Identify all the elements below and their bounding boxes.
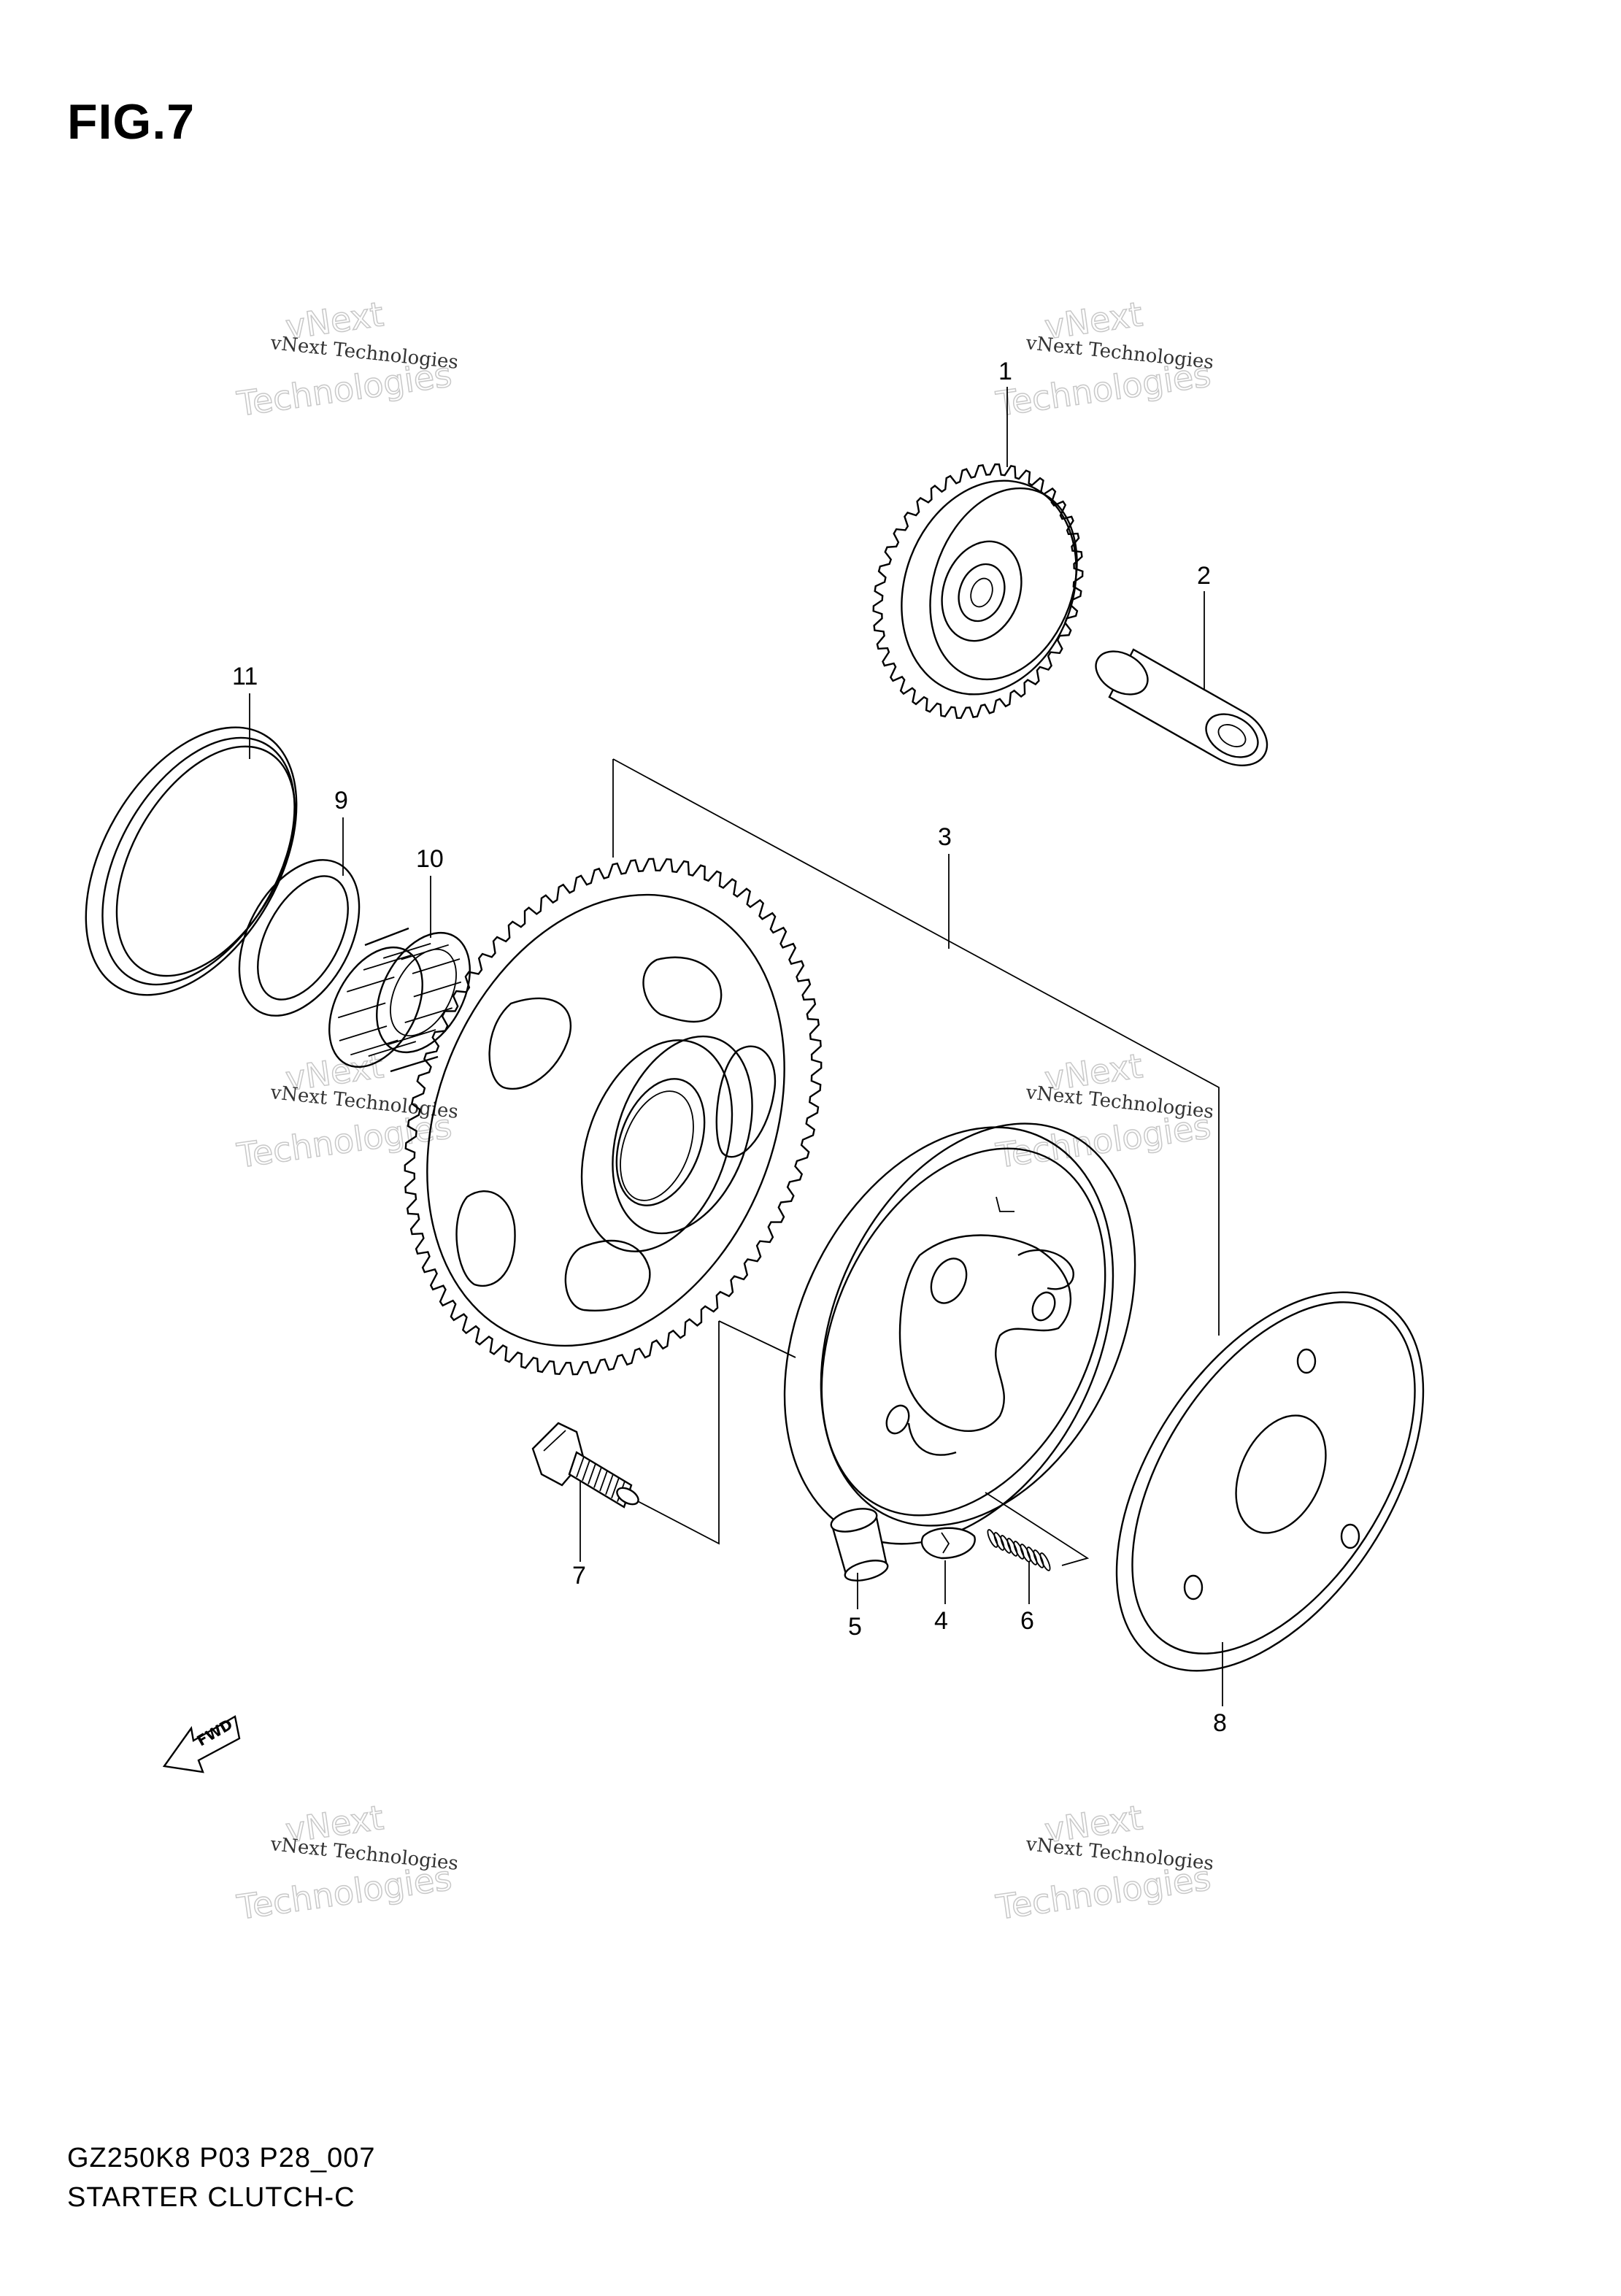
callout-number: 9: [334, 787, 348, 814]
callout-number: 3: [938, 823, 952, 851]
part-7-bolt: [531, 1422, 639, 1509]
spring-coil: [1039, 1552, 1051, 1571]
callout-number: 6: [1020, 1607, 1034, 1635]
bolt-thread: [576, 1456, 585, 1478]
diagram-name: STARTER CLUTCH-C: [67, 2182, 355, 2213]
forward-direction-arrow: FWD: [162, 1715, 241, 1773]
bearing-needle: [412, 958, 461, 974]
bearing-needle: [363, 955, 412, 971]
callout-10: 10: [416, 845, 444, 938]
bearing-needle: [347, 976, 395, 993]
callout-number: 8: [1213, 1709, 1227, 1737]
bolt-thread: [611, 1477, 620, 1499]
bearing-needle: [413, 981, 462, 998]
bearing-needle: [339, 1025, 388, 1041]
part-9-thrust-washer: [238, 859, 361, 1017]
callout-8: 8: [1213, 1642, 1227, 1737]
callout-number: 10: [416, 845, 444, 873]
callout-number: 5: [848, 1613, 862, 1641]
diagram-code: GZ250K8 P03 P28_007: [67, 2143, 376, 2173]
bolt-thread: [605, 1473, 614, 1495]
bolt-thread: [582, 1460, 590, 1482]
callout-7: 7: [572, 1482, 586, 1590]
bolt-thread: [588, 1463, 596, 1484]
callout-9: 9: [334, 787, 348, 876]
part-6-spring: [987, 1529, 1051, 1571]
callout-11: 11: [232, 663, 258, 759]
bearing-needle: [401, 944, 449, 960]
callout-2: 2: [1197, 562, 1211, 690]
callout-6: 6: [1020, 1562, 1034, 1635]
bolt-thread: [593, 1467, 602, 1488]
bearing-needle: [382, 943, 431, 959]
part-10-needle-bearing: [328, 927, 471, 1073]
part-11-ring: [85, 726, 298, 996]
part-4-spring-cap: [920, 1527, 976, 1560]
callout-1: 1: [998, 358, 1012, 467]
bolt-thread: [599, 1470, 608, 1492]
assembly-bracket: [612, 758, 1220, 1566]
part-1-idle-gear: [872, 463, 1084, 720]
bearing-needle: [350, 1039, 398, 1056]
part-5-roller: [830, 1508, 889, 1582]
figure-title: FIG.7: [67, 94, 196, 150]
part-2-idle-gear-shaft: [1095, 648, 1268, 766]
callout-4: 4: [934, 1560, 948, 1635]
callout-3: 3: [938, 823, 952, 949]
callout-number: 11: [232, 663, 258, 690]
callout-number: 2: [1197, 562, 1211, 590]
callout-number: 4: [934, 1607, 948, 1635]
bearing-needle: [368, 1041, 417, 1057]
bearing-needle: [388, 1029, 436, 1045]
callout-5: 5: [848, 1573, 862, 1641]
part-3-starter-driven-gear: [404, 858, 823, 1376]
callout-number: 1: [998, 358, 1012, 385]
callout-number: 7: [572, 1562, 586, 1590]
bearing-needle: [337, 1002, 386, 1019]
part-8-clutch-plate: [1115, 1291, 1425, 1672]
